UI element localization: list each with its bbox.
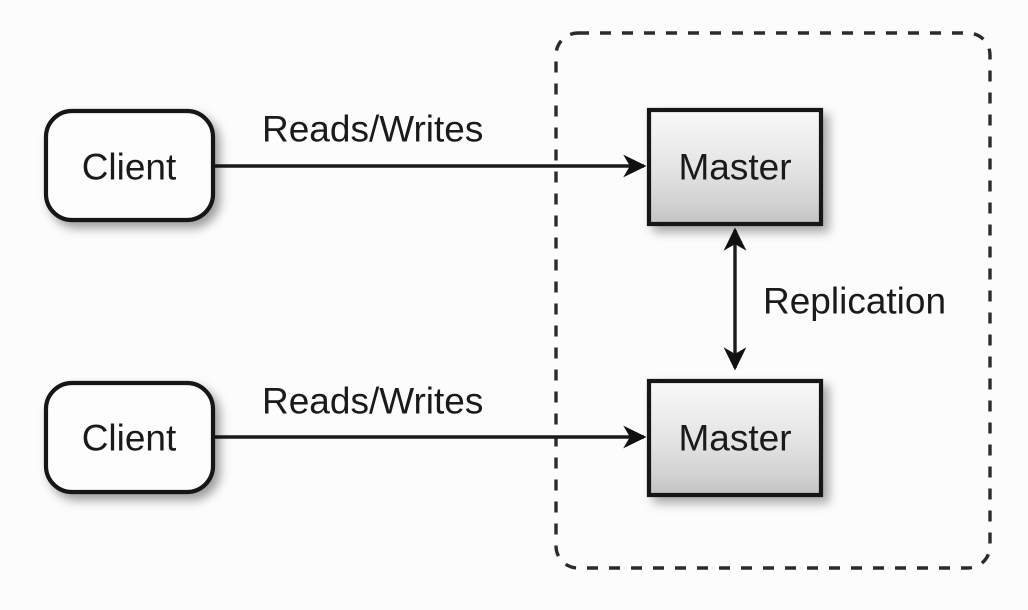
node-client-bottom[interactable]: Client [43, 380, 216, 495]
node-master-top[interactable]: Master [646, 107, 824, 227]
master-bottom-shape [646, 378, 824, 498]
client-bottom-shape [43, 380, 216, 495]
node-master-bottom[interactable]: Master [646, 378, 824, 498]
edge-label-reads-writes-bottom: Reads/Writes [262, 381, 483, 422]
master-top-label: Master [678, 147, 791, 188]
client-bottom-label: Client [82, 418, 177, 459]
client-top-label: Client [82, 147, 177, 188]
master-top-shape [646, 107, 824, 227]
edge-label-reads-writes-top: Reads/Writes [262, 109, 483, 150]
client-top-shape [43, 108, 216, 223]
master-bottom-label: Master [678, 418, 791, 459]
edge-label-replication: Replication [763, 281, 946, 322]
master-cluster-boundary [554, 31, 992, 570]
node-client-top[interactable]: Client [43, 108, 216, 223]
